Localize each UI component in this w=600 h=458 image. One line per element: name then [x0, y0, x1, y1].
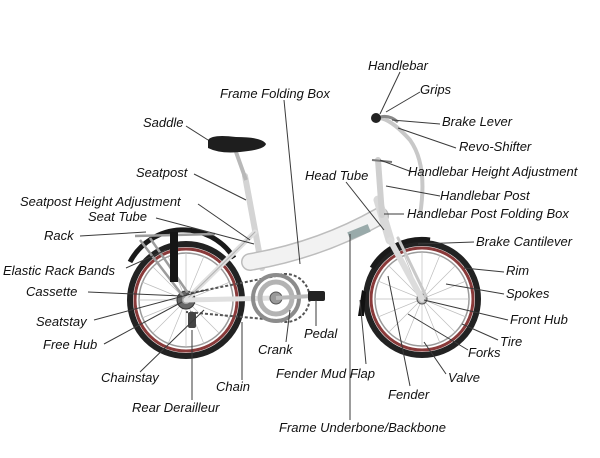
label-cassette: Cassette [26, 284, 77, 299]
label-rack: Rack [44, 228, 75, 243]
label-chain: Chain [216, 379, 250, 394]
label-brake-lever: Brake Lever [442, 114, 513, 129]
label-pedal: Pedal [304, 326, 338, 341]
label-rear-derailleur: Rear Derailleur [132, 400, 220, 415]
label-front-hub: Front Hub [510, 312, 568, 327]
label-grips: Grips [420, 82, 452, 97]
label-handlebar: Handlebar [368, 58, 429, 73]
label-frame-underbone: Frame Underbone/Backbone [279, 420, 446, 435]
seatpost-tube [234, 151, 248, 181]
front-fender [369, 236, 431, 270]
drivetrain [185, 273, 325, 328]
label-seatpost: Seatpost [136, 165, 189, 180]
saddle-shape [208, 136, 266, 153]
label-crank: Crank [258, 342, 294, 357]
label-seat-tube: Seat Tube [88, 209, 147, 224]
label-head-tube: Head Tube [305, 168, 368, 183]
label-handlebar-post: Handlebar Post [440, 188, 531, 203]
label-seatstay: Seatstay [36, 314, 88, 329]
label-chainstay: Chainstay [101, 370, 160, 385]
label-fender: Fender [388, 387, 430, 402]
leader-lines [79, 71, 509, 420]
label-elastic-rack-bands: Elastic Rack Bands [3, 263, 115, 278]
label-spokes: Spokes [506, 286, 550, 301]
label-revo-shifter: Revo-Shifter [459, 139, 532, 154]
rear-fender [127, 227, 237, 264]
frame [183, 157, 428, 303]
label-saddle: Saddle [143, 115, 183, 130]
label-seatpost-height-adjustment: Seatpost Height Adjustment [20, 194, 182, 209]
mud-flap [358, 290, 366, 316]
label-free-hub: Free Hub [43, 337, 97, 352]
label-frame-folding-box: Frame Folding Box [220, 86, 330, 101]
label-brake-cantilever: Brake Cantilever [476, 234, 573, 249]
label-tire: Tire [500, 334, 522, 349]
label-valve: Valve [448, 370, 480, 385]
label-fender-mud-flap: Fender Mud Flap [276, 366, 375, 381]
label-handlebar-post-folding-box: Handlebar Post Folding Box [407, 206, 569, 221]
frame-badge [347, 224, 371, 240]
labels: Handlebar Grips Frame Folding Box Brake … [3, 58, 579, 435]
label-rim: Rim [506, 263, 529, 278]
label-forks: Forks [468, 345, 501, 360]
bicycle-illustration [127, 113, 481, 359]
rack-bands [170, 232, 178, 282]
label-handlebar-height-adjustment: Handlebar Height Adjustment [408, 164, 579, 179]
